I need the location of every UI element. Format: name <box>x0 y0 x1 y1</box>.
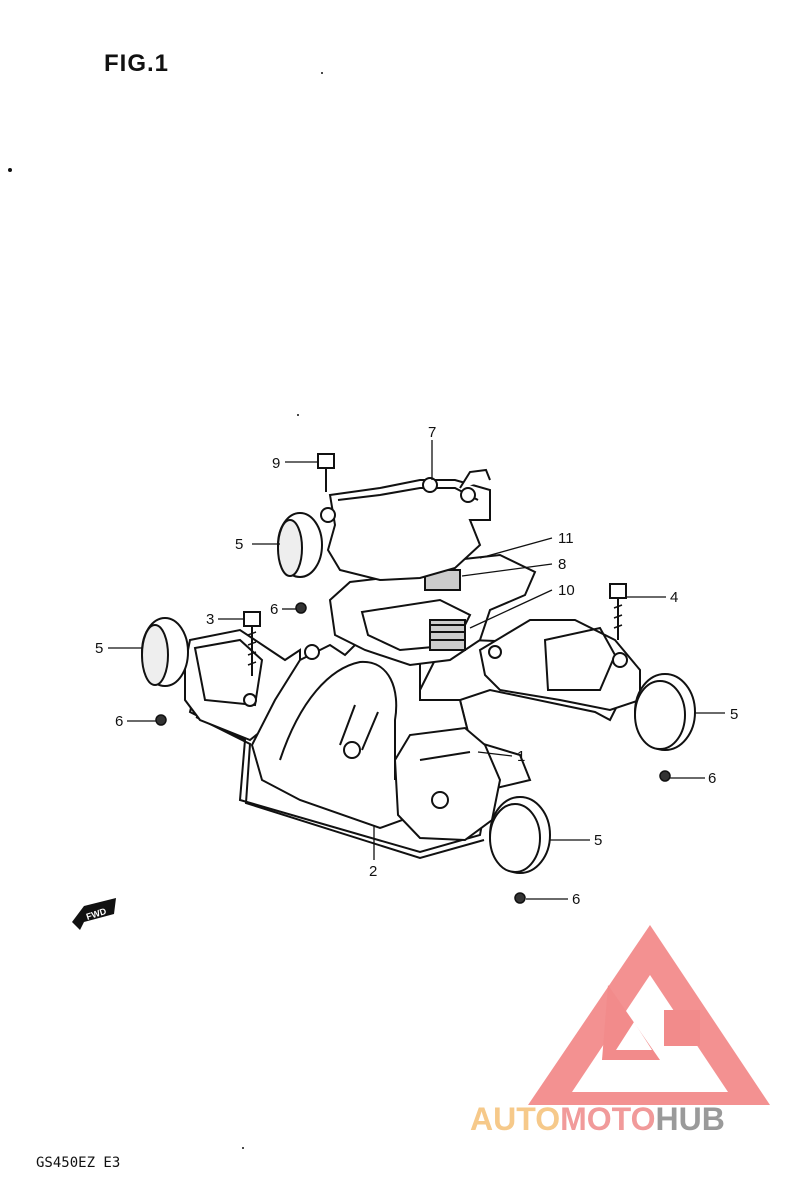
svg-text:AUTOMOTOHUB: AUTOMOTOHUB <box>470 1101 725 1137</box>
callout-label: 6 <box>270 601 278 618</box>
bolt-part-9 <box>317 453 335 492</box>
forward-arrow-icon: FWD <box>72 898 116 930</box>
watermark-moto: MOTO <box>560 1101 655 1137</box>
cap-part-left <box>141 617 189 687</box>
callout-label: 5 <box>95 640 103 657</box>
callout-label: 10 <box>558 582 575 599</box>
breather-cover-gasket-part <box>328 553 537 667</box>
callout-label: 6 <box>572 891 580 908</box>
bolt-part-3 <box>243 611 261 676</box>
cap-part-top-left <box>277 512 323 578</box>
callout-label: 1 <box>517 748 525 765</box>
callout-label: 3 <box>206 611 214 628</box>
callout-labels: 7 9 11 8 5 10 3 6 4 5 6 5 1 6 2 5 6 <box>95 424 738 908</box>
callout-label: 7 <box>428 424 436 441</box>
callout-label: 5 <box>730 706 738 723</box>
callout-label: 5 <box>235 536 243 553</box>
callout-label: 9 <box>272 455 280 472</box>
watermark-auto: AUTO <box>470 1101 560 1137</box>
cap-part-front <box>489 796 551 874</box>
figure-title: FIG.1 <box>104 50 170 77</box>
callout-label: 2 <box>369 863 377 880</box>
callout-label: 6 <box>708 770 716 787</box>
model-code: GS450EZ E3 <box>36 1155 121 1171</box>
callout-label: 4 <box>670 589 678 606</box>
callout-label: 8 <box>558 556 566 573</box>
callout-label: 6 <box>115 713 123 730</box>
screw-part-6 <box>155 602 671 904</box>
callout-label: 11 <box>558 530 574 547</box>
cap-part-right <box>634 673 696 751</box>
watermark-logo: AUTOMOTOHUB <box>470 925 770 1137</box>
cylinder-head-cover-part <box>184 619 641 842</box>
callout-label: 5 <box>594 832 602 849</box>
watermark-hub: HUB <box>655 1101 724 1137</box>
leader-lines <box>108 440 725 900</box>
bolt-part-4 <box>609 583 627 640</box>
